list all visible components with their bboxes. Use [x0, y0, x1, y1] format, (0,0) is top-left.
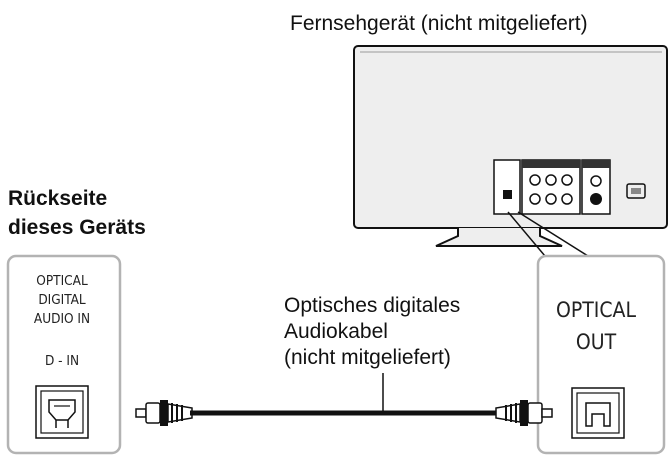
- tv-optical-socket: [493, 159, 521, 215]
- unit-port-label-line2: DIGITAL: [38, 292, 86, 308]
- cable-caption: Optisches digitales Audiokabel (nicht mi…: [284, 293, 460, 371]
- zoom-line: [507, 211, 546, 257]
- zoom-line: [517, 211, 589, 257]
- cable-caption-line2: Audiokabel: [284, 320, 388, 343]
- tv-stand: [435, 228, 563, 247]
- left-plug: [135, 400, 193, 426]
- tv-terminal-panel: [521, 159, 581, 215]
- unit-caption: Rückseite dieses Geräts: [8, 184, 146, 242]
- cable-caption-line3: (nicht mitgeliefert): [284, 346, 451, 369]
- tv-set: [353, 45, 668, 257]
- unit-optical-jack: [35, 385, 89, 439]
- tv-optical-out-panel: [536, 254, 666, 455]
- tv-caption: Fernsehgerät (nicht mitgeliefert): [290, 12, 588, 35]
- tv-port-label-line2: OUT: [575, 330, 617, 354]
- tv-port-label: OPTICAL OUT: [540, 294, 652, 358]
- unit-port-name: D - IN: [44, 353, 80, 369]
- optical-cable: [135, 373, 553, 426]
- cable-caption-line1: Optisches digitales: [284, 294, 461, 317]
- tv-port-label-line1: OPTICAL: [555, 298, 636, 322]
- unit-port-label: OPTICAL DIGITAL AUDIO IN: [12, 272, 112, 329]
- tv-power-socket: [626, 183, 646, 199]
- unit-port-label-line1: OPTICAL: [36, 273, 88, 289]
- tv-optical-out-jack: [571, 387, 625, 439]
- unit-caption-line2: dieses Geräts: [8, 216, 146, 239]
- right-plug: [495, 400, 553, 426]
- tv-av-panel: [581, 159, 611, 215]
- unit-port-label-line3: AUDIO IN: [33, 311, 91, 327]
- unit-caption-line1: Rückseite: [8, 187, 108, 210]
